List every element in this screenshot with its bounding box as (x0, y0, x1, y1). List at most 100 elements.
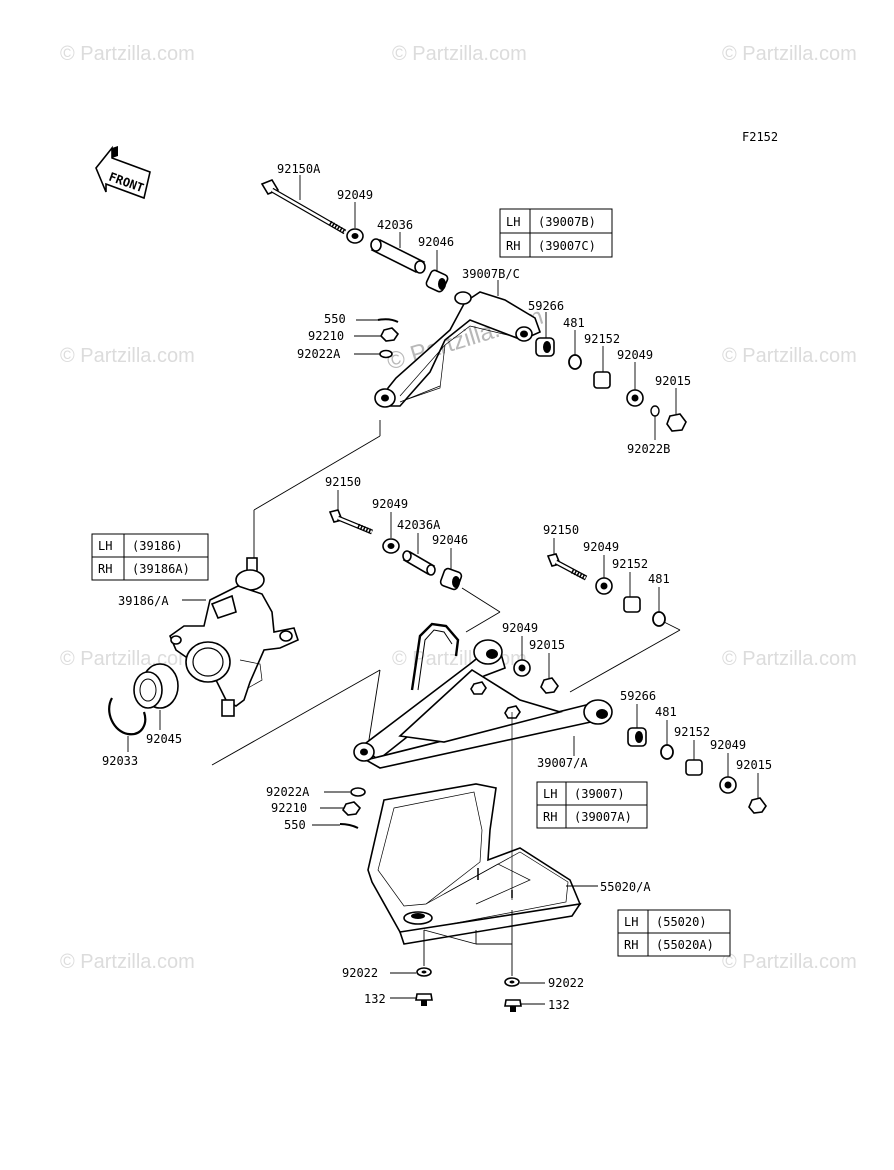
part-label: 92033 (102, 754, 138, 768)
part-label: 92150A (277, 162, 321, 176)
part-label: 59266 (620, 689, 656, 703)
nut-92015-low-icon (748, 797, 767, 814)
table-lh-value: (39007) (574, 787, 625, 801)
part-label: 481 (563, 316, 585, 330)
part-label: 92046 (418, 235, 454, 249)
cotter-pin-550-icon (377, 318, 399, 323)
watermark: © Partzilla.com (60, 43, 195, 65)
bushing-92046-mid-icon (439, 567, 463, 591)
part-label: 42036 (377, 218, 413, 232)
part-label: 481 (648, 572, 670, 586)
bolt-132-left-icon (415, 993, 433, 1006)
bolt-92150-mid2-icon (546, 553, 588, 581)
bolt-92150A-icon (260, 179, 347, 235)
part-label: 92152 (584, 332, 620, 346)
circlip-481-mid-icon (652, 611, 666, 627)
lower-a-arm-icon (353, 622, 613, 769)
guard-lhrh-table: LH (55020) RH (55020A) (617, 909, 731, 957)
table-lh-value: (55020) (656, 915, 707, 929)
watermark-group: © Partzilla.com © Partzilla.com © Partzi… (60, 43, 857, 973)
table-rh-value: (55020A) (656, 938, 714, 952)
table-rh-label: RH (506, 239, 520, 253)
part-label: 132 (364, 992, 386, 1006)
part-label: 92049 (337, 188, 373, 202)
table-lh-value: (39186) (132, 539, 183, 553)
bolt-132-right-icon (504, 999, 522, 1012)
table-lh-label: LH (506, 215, 520, 229)
table-rh-value: (39007A) (574, 810, 632, 824)
watermark: © Partzilla.com (722, 43, 857, 65)
part-label: 92022 (548, 976, 584, 990)
washer-92022A-icon (379, 349, 393, 359)
steering-knuckle-icon (169, 557, 299, 717)
part-label: 92015 (736, 758, 772, 772)
figure-code: F2152 (742, 130, 778, 144)
watermark: © Partzilla.com (722, 951, 857, 973)
part-label: 550 (284, 818, 306, 832)
bearing-92045-icon (133, 663, 179, 709)
guard-55020-icon (367, 712, 582, 945)
part-label: 92152 (674, 725, 710, 739)
sleeve-42036-icon (370, 238, 426, 274)
part-label: 92022B (627, 442, 670, 456)
table-rh-label: RH (624, 938, 638, 952)
table-rh-value: (39007C) (538, 239, 596, 253)
part-label: 92049 (710, 738, 746, 752)
seal-92049-top2-icon (626, 389, 644, 407)
part-label: 550 (324, 312, 346, 326)
bearing-59266-low-icon (627, 727, 647, 747)
part-label: 92150 (325, 475, 361, 489)
part-label: 39186/A (118, 594, 169, 608)
part-label: 92022 (342, 966, 378, 980)
part-label: 92150 (543, 523, 579, 537)
circlip-481-top-icon (568, 354, 582, 370)
table-lh-value: (39007B) (538, 215, 596, 229)
upper-arm-lhrh-table: LH (39007B) RH (39007C) (499, 208, 613, 258)
collar-92152-mid-icon (623, 596, 641, 613)
knuckle-lhrh-table: LH (39186) RH (39186A) (91, 533, 209, 581)
part-label: 481 (655, 705, 677, 719)
part-label: 42036A (397, 518, 441, 532)
cotter-pin-550-low-icon (339, 823, 359, 829)
watermark: © Partzilla.com (60, 951, 195, 973)
nut-92015-mid-icon (540, 677, 559, 694)
part-label: 39007B/C (462, 267, 520, 281)
bushing-92046-icon (425, 269, 449, 293)
seal-92049-mid2-icon (595, 577, 613, 595)
part-label: 59266 (528, 299, 564, 313)
upper-a-arm-icon (374, 291, 542, 408)
table-lh-label: LH (98, 539, 112, 553)
watermark: © Partzilla.com (722, 345, 857, 367)
part-label: 92045 (146, 732, 182, 746)
seal-92049-mid-icon (382, 538, 400, 554)
sleeve-42036A-icon (402, 550, 436, 576)
seal-92049-mid3-icon (513, 659, 531, 677)
part-label: 132 (548, 998, 570, 1012)
lower-arm-lhrh-table: LH (39007) RH (39007A) (536, 781, 648, 829)
part-label: 92022A (297, 347, 341, 361)
watermark: © Partzilla.com (392, 43, 527, 65)
part-label: 92049 (583, 540, 619, 554)
watermark: © Partzilla.com (722, 648, 857, 670)
part-label: 92152 (612, 557, 648, 571)
collar-92152-low-icon (685, 759, 703, 776)
washer-92022B-icon (650, 405, 660, 417)
nut-92015-top-icon (666, 413, 687, 432)
part-label: 55020/A (600, 880, 651, 894)
washer-92022A-low-icon (350, 787, 366, 797)
table-lh-label: LH (624, 915, 638, 929)
part-label: 92015 (529, 638, 565, 652)
table-rh-value: (39186A) (132, 562, 190, 576)
table-rh-label: RH (98, 562, 112, 576)
watermark: © Partzilla.com (60, 345, 195, 367)
front-arrow-icon: FRONT (95, 145, 151, 200)
bolt-92150-mid-icon (328, 509, 373, 535)
bearing-59266-top-icon (535, 337, 555, 357)
table-lh-label: LH (543, 787, 557, 801)
table-rh-label: RH (543, 810, 557, 824)
nut-92210-icon (380, 327, 400, 342)
circlip-92033-icon (108, 697, 147, 736)
part-label: 92049 (502, 621, 538, 635)
circlip-481-low-icon (660, 744, 674, 760)
